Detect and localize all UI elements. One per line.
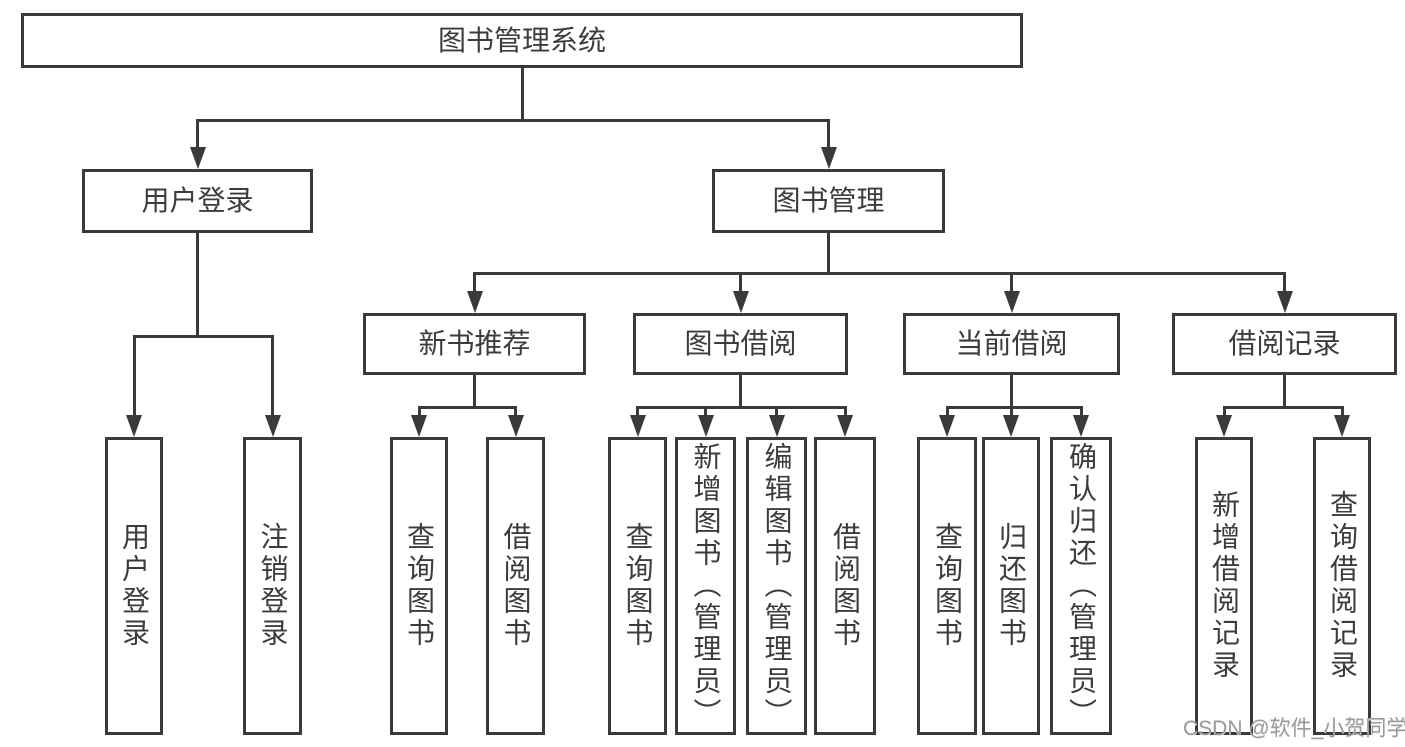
- node-label-book-borrow: 图书借阅: [684, 328, 797, 359]
- node-label-return-book: 归还图书: [996, 522, 1027, 650]
- watermark: CSDN @软件_小贺同学: [1183, 717, 1405, 740]
- node-borrow-book-2: 借阅图书: [814, 437, 876, 735]
- arrow-down-icon: [1003, 291, 1020, 313]
- arrow-down-icon: [1073, 415, 1089, 437]
- node-label-edit-book-admin: 编辑图书（管理员）: [761, 442, 793, 730]
- connector-drop: [827, 119, 830, 151]
- connector-drop: [1010, 272, 1013, 295]
- arrow-down-icon: [697, 415, 714, 437]
- node-label-add-borrow-record: 新增借阅记录: [1209, 490, 1240, 682]
- connector-drop: [1009, 406, 1013, 419]
- connector-bus: [473, 272, 1286, 275]
- connector-drop: [1222, 406, 1226, 419]
- arrow-down-icon: [820, 147, 837, 169]
- node-query-book-3: 查询图书: [917, 437, 977, 735]
- connector-drop: [196, 119, 199, 151]
- node-current-borrow: 当前借阅: [903, 313, 1120, 375]
- node-label-borrow-book-1: 借阅图书: [500, 522, 532, 650]
- node-label-add-book-admin: 新增图书（管理员）: [690, 442, 722, 730]
- connector-drop: [417, 406, 421, 419]
- connector-bus: [636, 406, 847, 409]
- connector-bus: [196, 119, 830, 122]
- node-label-query-book-3: 查询图书: [932, 522, 963, 650]
- node-book-mgmt: 图书管理: [712, 169, 945, 233]
- connector-bus: [1222, 406, 1344, 409]
- node-user-login-action: 用户登录: [105, 437, 163, 735]
- node-label-book-mgmt: 图书管理: [772, 185, 885, 216]
- connector-bus: [417, 406, 517, 409]
- arrow-down-icon: [411, 415, 427, 437]
- node-label-current-borrow: 当前借阅: [955, 328, 1068, 359]
- node-label-root: 图书管理系统: [437, 24, 606, 56]
- node-add-book-admin: 新增图书（管理员）: [675, 437, 736, 735]
- arrow-down-icon: [1003, 415, 1019, 437]
- node-label-new-book-recommend: 新书推荐: [418, 328, 531, 359]
- connector-bus: [132, 335, 274, 338]
- node-new-book-recommend: 新书推荐: [363, 313, 586, 375]
- node-label-user-login: 用户登录: [141, 185, 254, 216]
- connector-drop: [514, 406, 517, 419]
- node-label-query-borrow-record: 查询借阅记录: [1327, 490, 1358, 682]
- node-add-borrow-record: 新增借阅记录: [1195, 437, 1253, 735]
- node-label-logout-action: 注销登录: [257, 522, 289, 650]
- node-confirm-return-admin: 确认归还（管理员）: [1050, 437, 1112, 735]
- arrow-down-icon: [507, 415, 524, 437]
- connector-drop: [945, 406, 949, 419]
- arrow-down-icon: [939, 415, 955, 437]
- node-root: 图书管理系统: [21, 13, 1023, 68]
- connector-stub: [196, 233, 199, 338]
- node-label-confirm-return-admin: 确认归还（管理员）: [1066, 442, 1097, 730]
- connector-stub: [520, 68, 524, 122]
- connector-stub: [827, 233, 830, 275]
- connector-bus: [945, 406, 1083, 409]
- arrow-down-icon: [466, 291, 483, 313]
- connector-stub: [739, 375, 742, 409]
- arrow-down-icon: [629, 415, 646, 437]
- node-label-borrow-record: 借阅记录: [1228, 328, 1341, 359]
- node-query-book-1: 查询图书: [390, 437, 448, 735]
- arrow-down-icon: [837, 415, 853, 437]
- connector-drop: [739, 272, 742, 295]
- node-logout-action: 注销登录: [243, 437, 302, 735]
- connector-drop: [1283, 272, 1286, 295]
- node-borrow-record: 借阅记录: [1172, 313, 1397, 375]
- node-label-query-book-2: 查询图书: [622, 522, 654, 650]
- connector-stub: [473, 375, 476, 409]
- node-return-book: 归还图书: [982, 437, 1040, 735]
- connector-drop: [843, 406, 847, 419]
- node-book-borrow: 图书借阅: [633, 313, 848, 375]
- node-edit-book-admin: 编辑图书（管理员）: [746, 437, 807, 735]
- arrow-down-icon: [189, 147, 206, 169]
- arrow-down-icon: [1276, 291, 1293, 313]
- arrow-down-icon: [1334, 415, 1350, 437]
- arrow-down-icon: [732, 291, 749, 313]
- connector-drop: [1340, 406, 1344, 419]
- node-query-borrow-record: 查询借阅记录: [1313, 437, 1371, 735]
- connector-drop: [775, 406, 778, 419]
- node-user-login: 用户登录: [82, 169, 313, 233]
- arrow-down-icon: [126, 415, 142, 437]
- connector-drop: [704, 406, 707, 419]
- arrow-down-icon: [1216, 415, 1232, 437]
- node-label-borrow-book-2: 借阅图书: [830, 522, 861, 650]
- node-borrow-book-1: 借阅图书: [486, 437, 545, 735]
- connector-drop: [473, 272, 476, 295]
- connector-stub: [1283, 375, 1286, 409]
- connector-drop: [1079, 406, 1083, 419]
- node-label-user-login-action: 用户登录: [119, 522, 150, 650]
- node-query-book-2: 查询图书: [608, 437, 667, 735]
- connector-drop: [132, 335, 136, 419]
- connector-drop: [636, 406, 639, 419]
- arrow-down-icon: [768, 415, 785, 437]
- arrow-down-icon: [264, 415, 281, 437]
- connector-stub: [1010, 375, 1013, 409]
- node-label-query-book-1: 查询图书: [404, 522, 435, 650]
- connector-drop: [271, 335, 274, 419]
